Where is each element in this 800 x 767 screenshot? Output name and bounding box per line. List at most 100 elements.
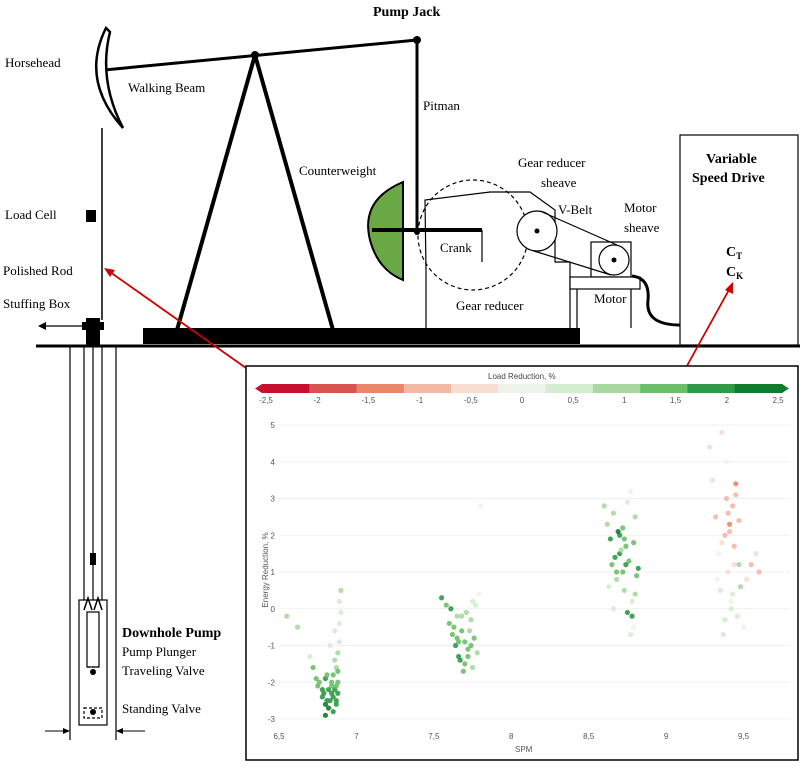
colorbar-segment <box>262 384 310 393</box>
colorbar-segment <box>498 384 547 393</box>
scatter-point <box>613 576 620 582</box>
pump-plunger-label: Pump Plunger <box>122 644 197 659</box>
scatter-point <box>335 668 341 674</box>
drive-cable <box>631 274 681 327</box>
scatter-point <box>329 683 335 689</box>
scatter-point <box>731 562 737 568</box>
colorbar-arrow-left <box>255 384 262 393</box>
scatter-point <box>333 701 339 707</box>
scatter-point <box>448 606 454 612</box>
scatter-point <box>717 587 723 593</box>
y-tick-label: 2 <box>271 531 276 540</box>
scatter-point <box>626 558 632 564</box>
ct-label: CT <box>726 245 742 261</box>
scatter-point <box>610 606 617 612</box>
scatter-point <box>730 503 736 509</box>
scatter-point <box>333 683 339 689</box>
colorbar-tick-label: 0,5 <box>568 396 580 405</box>
scatter-point <box>335 650 341 656</box>
scatter-point <box>621 536 627 542</box>
scatter-point <box>451 624 457 630</box>
scatter-point <box>727 528 733 535</box>
scatter-point <box>465 653 471 660</box>
gear-reducer-sheave-hub <box>534 228 540 234</box>
scatter-point <box>284 613 290 619</box>
scatter-point <box>727 521 733 527</box>
colorbar-tick-label: 1 <box>622 396 627 405</box>
scatter-point <box>728 598 734 605</box>
scatter-point <box>740 624 747 630</box>
scatter-point <box>723 459 730 465</box>
scatter-point <box>720 631 727 638</box>
polished-rod-label: Polished Rod <box>3 263 73 278</box>
walking-beam-label: Walking Beam <box>128 80 205 95</box>
y-tick-label: 5 <box>271 421 276 430</box>
scatter-point <box>613 569 620 575</box>
scatter-point <box>706 444 713 450</box>
scatter-point <box>736 517 742 524</box>
scatter-point <box>623 562 629 568</box>
scatter-point <box>607 536 613 542</box>
motor-base <box>569 276 641 290</box>
stuffing-box-arrowhead <box>38 322 46 330</box>
scatter-point <box>443 602 449 608</box>
scatter-point <box>618 547 624 553</box>
scatter-point <box>332 628 338 634</box>
stuffing-box-label: Stuffing Box <box>3 296 71 311</box>
gear-reducer-label: Gear reducer <box>456 298 524 313</box>
scatter-point <box>621 587 627 593</box>
scatter-point <box>609 562 615 568</box>
load-cell-box <box>86 210 96 222</box>
scatter-point <box>733 492 739 498</box>
scatter-point <box>463 609 469 616</box>
crank-pin <box>414 229 420 235</box>
colorbar-tick-label: -1,5 <box>362 396 376 405</box>
y-tick-label: 0 <box>271 605 276 614</box>
scatter-point <box>468 617 474 623</box>
horsehead <box>94 25 125 129</box>
scatter-point <box>744 576 750 582</box>
colorbar-segment <box>309 384 358 393</box>
scatter-point <box>627 488 634 494</box>
scatter-point <box>635 565 641 571</box>
scatter-point <box>454 613 460 619</box>
gear-reducer-sheave-label-1: Gear reducer <box>518 155 586 170</box>
scatter-point <box>713 514 719 520</box>
v-belt-bottom <box>533 250 612 276</box>
base-platform <box>143 328 580 344</box>
diagram-title: Pump Jack <box>373 5 441 20</box>
scatter-point <box>294 624 301 630</box>
scatter-point <box>319 687 325 693</box>
v-belt-top <box>539 210 618 246</box>
plunger <box>86 611 100 668</box>
scatter-point <box>338 587 344 593</box>
scatter-point <box>462 661 468 667</box>
gear-reducer-sheave-label-2: sheave <box>541 175 577 190</box>
scatter-point <box>473 602 479 608</box>
scatter-point <box>629 613 635 619</box>
colorbar-segment <box>545 384 594 393</box>
pump-top-arrows <box>83 595 103 611</box>
colorbar-tick-label: 0 <box>520 396 525 405</box>
motor-sheave-label-1: Motor <box>624 200 657 215</box>
beam-pivot <box>251 51 259 59</box>
horsehead-label: Horsehead <box>5 55 61 70</box>
colorbar-tick-label: -0,5 <box>464 396 478 405</box>
gear-reducer-housing <box>424 191 571 328</box>
y-tick-label: -2 <box>268 678 276 687</box>
scatter-point <box>753 551 759 557</box>
scatter-point <box>459 613 465 619</box>
samson-post-right <box>253 54 335 331</box>
scatter-point <box>634 573 640 579</box>
colorbar-segment <box>451 384 499 393</box>
scatter-point <box>624 609 631 616</box>
scatter-point <box>627 631 634 638</box>
scatter-point <box>468 642 474 649</box>
red-arrowhead-vsd <box>725 282 733 294</box>
scatter-point <box>313 675 319 682</box>
scatter-point <box>714 576 720 582</box>
